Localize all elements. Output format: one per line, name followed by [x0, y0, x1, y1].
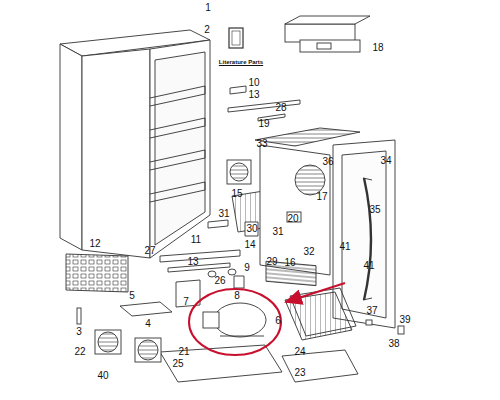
callout-number: 11 [190, 235, 202, 245]
callout-number: 34 [379, 156, 392, 166]
callout-number: 19 [257, 119, 270, 129]
door [333, 140, 395, 328]
callout-number: 14 [243, 240, 256, 250]
highlight-arrow [286, 283, 345, 302]
callout-number: 33 [255, 139, 268, 149]
callout-number: 13 [186, 257, 199, 267]
callout-number: 40 [96, 371, 109, 381]
machine-compartment [95, 288, 404, 382]
callout-number: 29 [265, 257, 278, 267]
callout-number: 31 [271, 227, 284, 237]
callout-number: 27 [143, 246, 156, 256]
callout-number: 39 [398, 315, 411, 325]
callout-number: 20 [286, 214, 299, 224]
callout-number: 25 [171, 359, 184, 369]
callout-number: 17 [315, 192, 328, 202]
highlight-circle [189, 289, 281, 355]
callout-number: 15 [230, 189, 243, 199]
callout-number: 8 [233, 291, 241, 301]
callout-number: 9 [243, 263, 251, 273]
callout-number: 4 [144, 319, 152, 329]
callout-number: 12 [88, 239, 101, 249]
callout-number: 28 [274, 103, 287, 113]
small-parts [66, 16, 370, 324]
callout-number: 38 [387, 339, 400, 349]
callout-number: 36 [321, 157, 334, 167]
callout-number: 37 [365, 306, 378, 316]
callout-number: 23 [293, 368, 306, 378]
callout-number: 41 [362, 261, 375, 271]
callout-number: 26 [213, 276, 226, 286]
callout-number: 21 [177, 347, 190, 357]
callout-number: 1 [204, 3, 212, 13]
callout-number: 2 [203, 25, 211, 35]
callout-number: 6 [274, 316, 282, 326]
callout-number: 32 [302, 247, 315, 257]
callout-number: 24 [293, 347, 306, 357]
callout-number: 13 [247, 90, 260, 100]
callout-number: 35 [368, 205, 381, 215]
callout-number: 41 [338, 242, 351, 252]
cabinet [60, 30, 210, 258]
callout-number: 31 [217, 209, 230, 219]
callout-number: 10 [247, 78, 260, 88]
callout-number: 18 [371, 43, 384, 53]
part-label: Literature Parts [218, 59, 264, 65]
callout-number: 30 [245, 224, 258, 234]
callout-number: 16 [283, 258, 296, 268]
callout-number: 22 [73, 347, 86, 357]
callout-number: 7 [182, 297, 190, 307]
callout-number: 3 [75, 327, 83, 337]
callout-number: 5 [128, 291, 136, 301]
